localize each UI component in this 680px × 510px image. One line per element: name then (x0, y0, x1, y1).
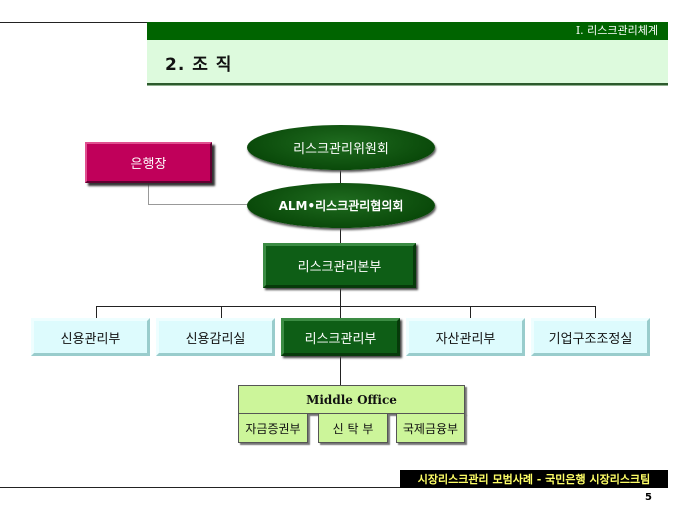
dept-credit-mgmt: 신용관리부 (31, 318, 150, 356)
risk-committee: 리스크관리위원회 (247, 125, 435, 170)
risk-hq-box: 리스크관리본부 (263, 243, 416, 288)
connector (340, 288, 341, 318)
unit-trust: 신 탁 부 (318, 413, 388, 443)
footer-rule (0, 487, 400, 488)
title-rule (147, 83, 668, 86)
alm-council: ALM•리스크관리협의회 (247, 183, 435, 228)
dept-risk-mgmt: 리스크관리부 (281, 318, 400, 356)
connector (148, 204, 248, 205)
section-header: I. 리스크관리체계 (147, 22, 668, 40)
connector (96, 306, 97, 318)
connector (595, 306, 596, 318)
page-title: 2. 조 직 (165, 55, 233, 75)
connector (470, 306, 471, 318)
footer-caption: 시장리스크관리 모범사례 - 국민은행 시장리스크팀 (400, 470, 668, 488)
connector (96, 306, 596, 307)
connector (221, 306, 222, 318)
connector (340, 228, 341, 243)
unit-international-finance: 국제금융부 (396, 413, 465, 443)
connector (340, 170, 341, 183)
title-band (147, 40, 668, 83)
dept-credit-review: 신용감리실 (156, 318, 275, 356)
dept-asset-mgmt: 자산관리부 (406, 318, 525, 356)
unit-funds-securities: 자금증권부 (238, 413, 308, 443)
page-number: 5 (645, 492, 652, 503)
connector (148, 183, 149, 204)
middle-office-box: Middle Office (238, 385, 465, 414)
connector (340, 356, 341, 385)
top-left-rule (0, 22, 147, 23)
dept-restructuring: 기업구조조정실 (531, 318, 650, 356)
ceo-box: 은행장 (85, 142, 212, 183)
